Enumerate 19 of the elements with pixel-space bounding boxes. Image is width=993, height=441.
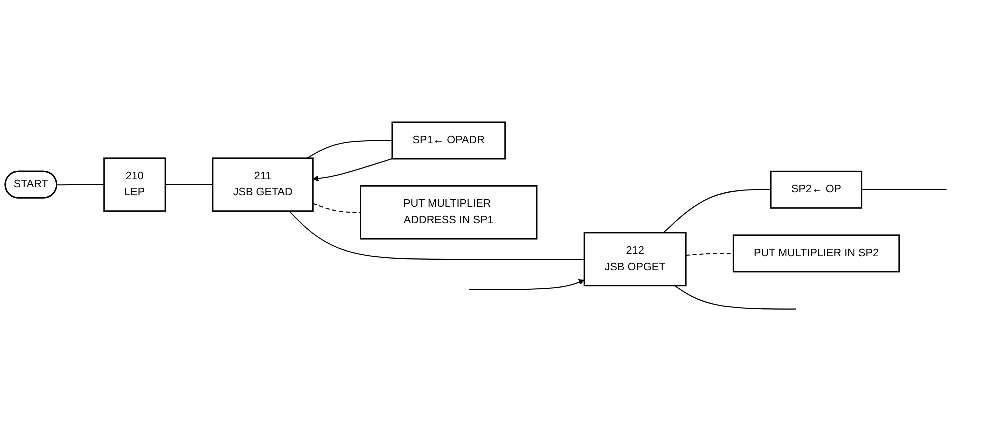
dashed-line [686,252,734,256]
process-box: PUT MULTIPLIER ADDRESS IN SP1 [360,185,538,240]
process-box: SP2← OP [770,170,863,208]
connector-line [288,210,585,260]
process-box: 212 JSB OPGET [584,232,687,286]
process-box: PUT MULTIPLIER IN SP2 [732,234,900,272]
dashed-line [313,202,361,213]
terminal-node: START [4,170,58,198]
connector-line [57,184,104,186]
process-box: 210 LEP [104,157,166,212]
connector-line [674,285,796,310]
process-box: 211 JSB GETAD [212,157,314,212]
arrow [469,279,585,290]
arrow [312,158,393,182]
connector-line [663,188,772,233]
connector-line [307,140,392,158]
connector-line [862,188,947,190]
process-box: SP1← OPADR [392,121,506,160]
connector-line [166,184,213,185]
